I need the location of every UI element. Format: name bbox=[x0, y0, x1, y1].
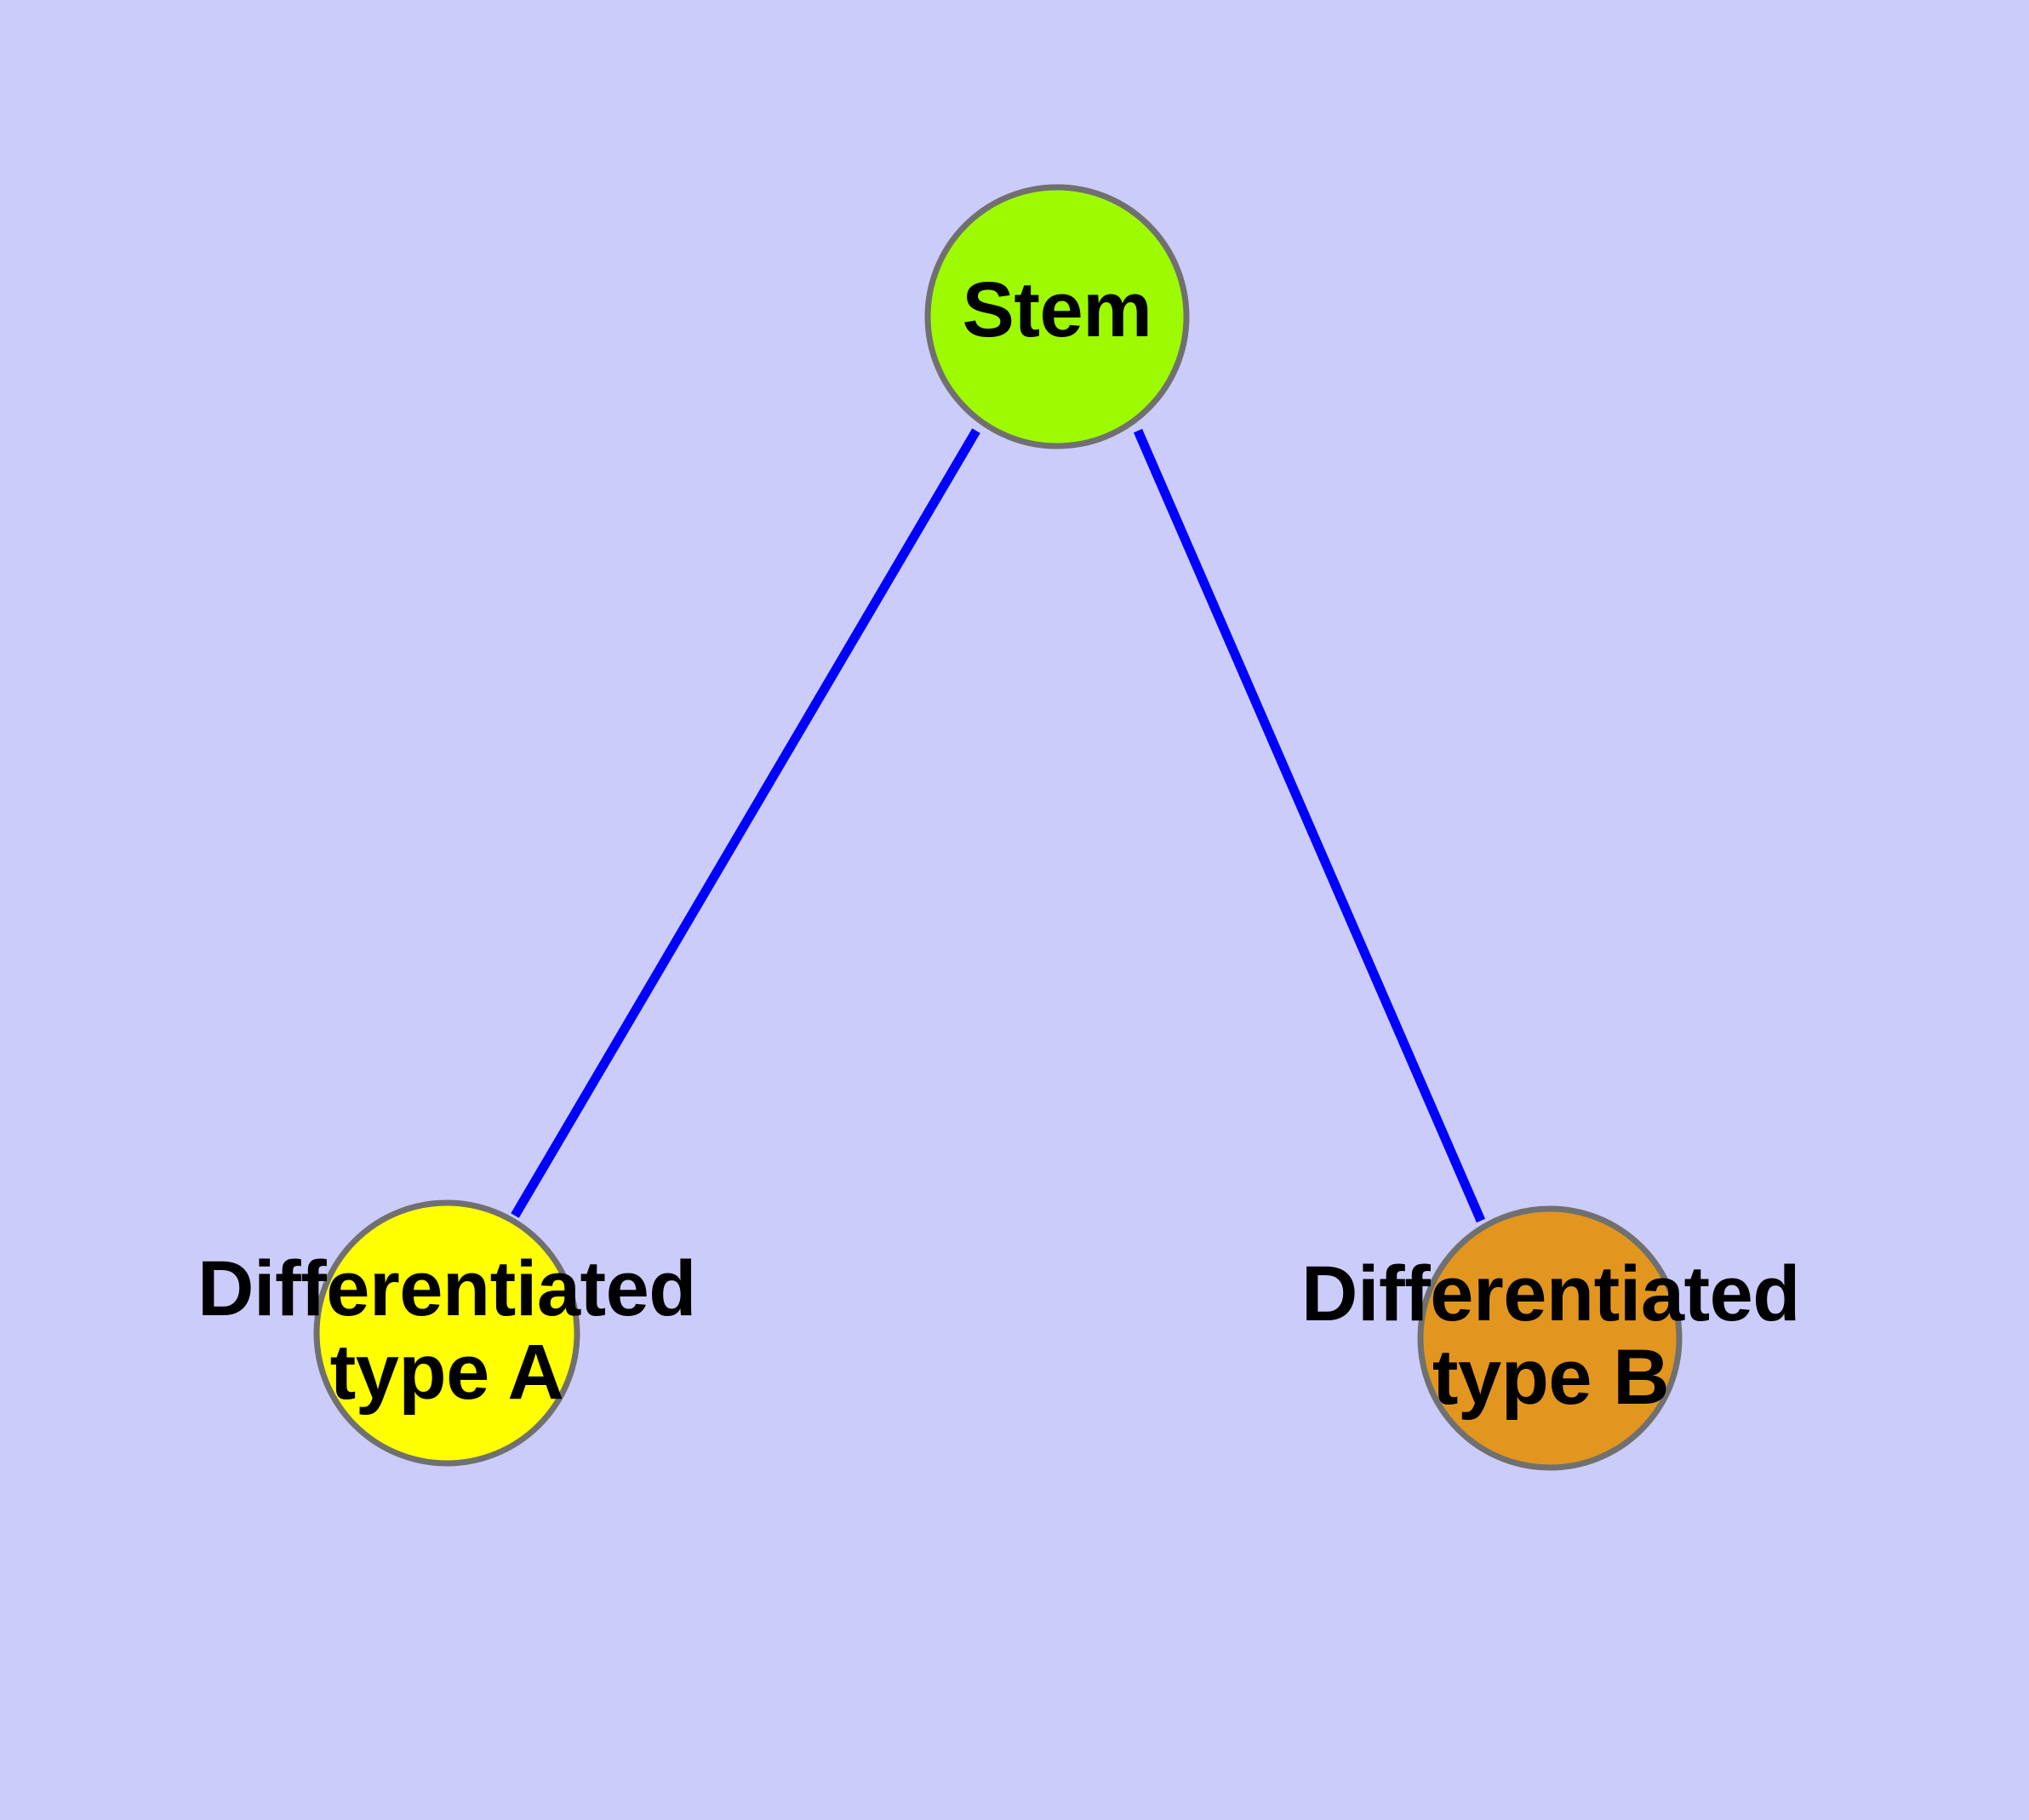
node-layer bbox=[313, 184, 1683, 1471]
edge-layer bbox=[511, 428, 1486, 1223]
node-differentiated-type-b[interactable] bbox=[1417, 1205, 1683, 1471]
edge-stem-to-type-b[interactable] bbox=[1133, 428, 1486, 1223]
edge-stem-to-type-a[interactable] bbox=[511, 428, 980, 1218]
node-differentiated-type-a[interactable] bbox=[313, 1199, 580, 1467]
node-stem[interactable] bbox=[924, 184, 1190, 449]
